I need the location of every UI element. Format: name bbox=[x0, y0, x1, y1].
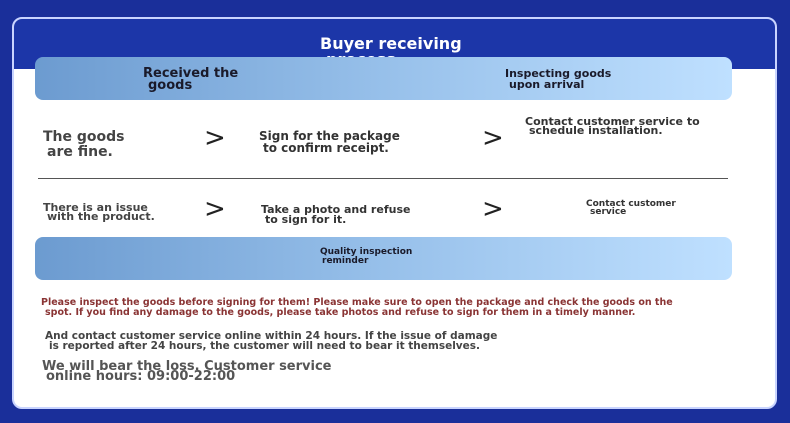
inspection-warning-line1: Please inspect the goods before signing … bbox=[41, 297, 673, 308]
inspecting-goods-label-line1: Inspecting goods bbox=[505, 67, 612, 80]
product-issue-label-line2: with the product. bbox=[47, 210, 155, 223]
contact-notice-line2: is reported after 24 hours, the customer… bbox=[49, 340, 480, 352]
arrow-icon: > bbox=[482, 194, 504, 224]
product-issue-label-line1: There is an issue bbox=[43, 201, 148, 214]
arrow-icon: > bbox=[204, 123, 226, 153]
quality-reminder-label-line2: reminder bbox=[322, 256, 369, 266]
photo-refuse-step-line1: Take a photo and refuse bbox=[261, 203, 411, 216]
schedule-installation-step-line1: Contact customer service to bbox=[525, 115, 700, 128]
quality-reminder-band bbox=[35, 237, 732, 280]
photo-refuse-step-line2: to sign for it. bbox=[265, 213, 347, 226]
service-hours-line1: We will bear the loss. Customer service bbox=[42, 359, 332, 374]
contact-notice-line1: And contact customer service online with… bbox=[45, 330, 498, 342]
arrow-icon: > bbox=[482, 123, 504, 153]
received-goods-label-line2: goods bbox=[148, 78, 193, 93]
sign-package-step-line1: Sign for the package bbox=[259, 129, 400, 143]
service-hours-line2: online hours: 09:00-22:00 bbox=[46, 369, 236, 384]
goods-fine-label-line2: are fine. bbox=[47, 144, 113, 160]
received-goods-label-line1: Received the bbox=[143, 66, 239, 81]
contact-service-step-line1: Contact customer bbox=[586, 199, 676, 209]
contact-service-step-line2: service bbox=[590, 207, 627, 217]
received-goods-band bbox=[35, 57, 732, 100]
schedule-installation-step-line2: schedule installation. bbox=[529, 124, 663, 137]
sign-package-step-line2: to confirm receipt. bbox=[263, 141, 389, 155]
quality-reminder-label-line1: Quality inspection bbox=[320, 247, 413, 257]
inspecting-goods-label-line2: upon arrival bbox=[509, 78, 585, 91]
page-title-line1: Buyer receiving bbox=[320, 34, 462, 53]
goods-fine-label-line1: The goods bbox=[43, 129, 125, 145]
arrow-icon: > bbox=[204, 194, 226, 224]
row-divider bbox=[38, 178, 728, 179]
inspection-warning-line2: spot. If you find any damage to the good… bbox=[45, 307, 636, 318]
